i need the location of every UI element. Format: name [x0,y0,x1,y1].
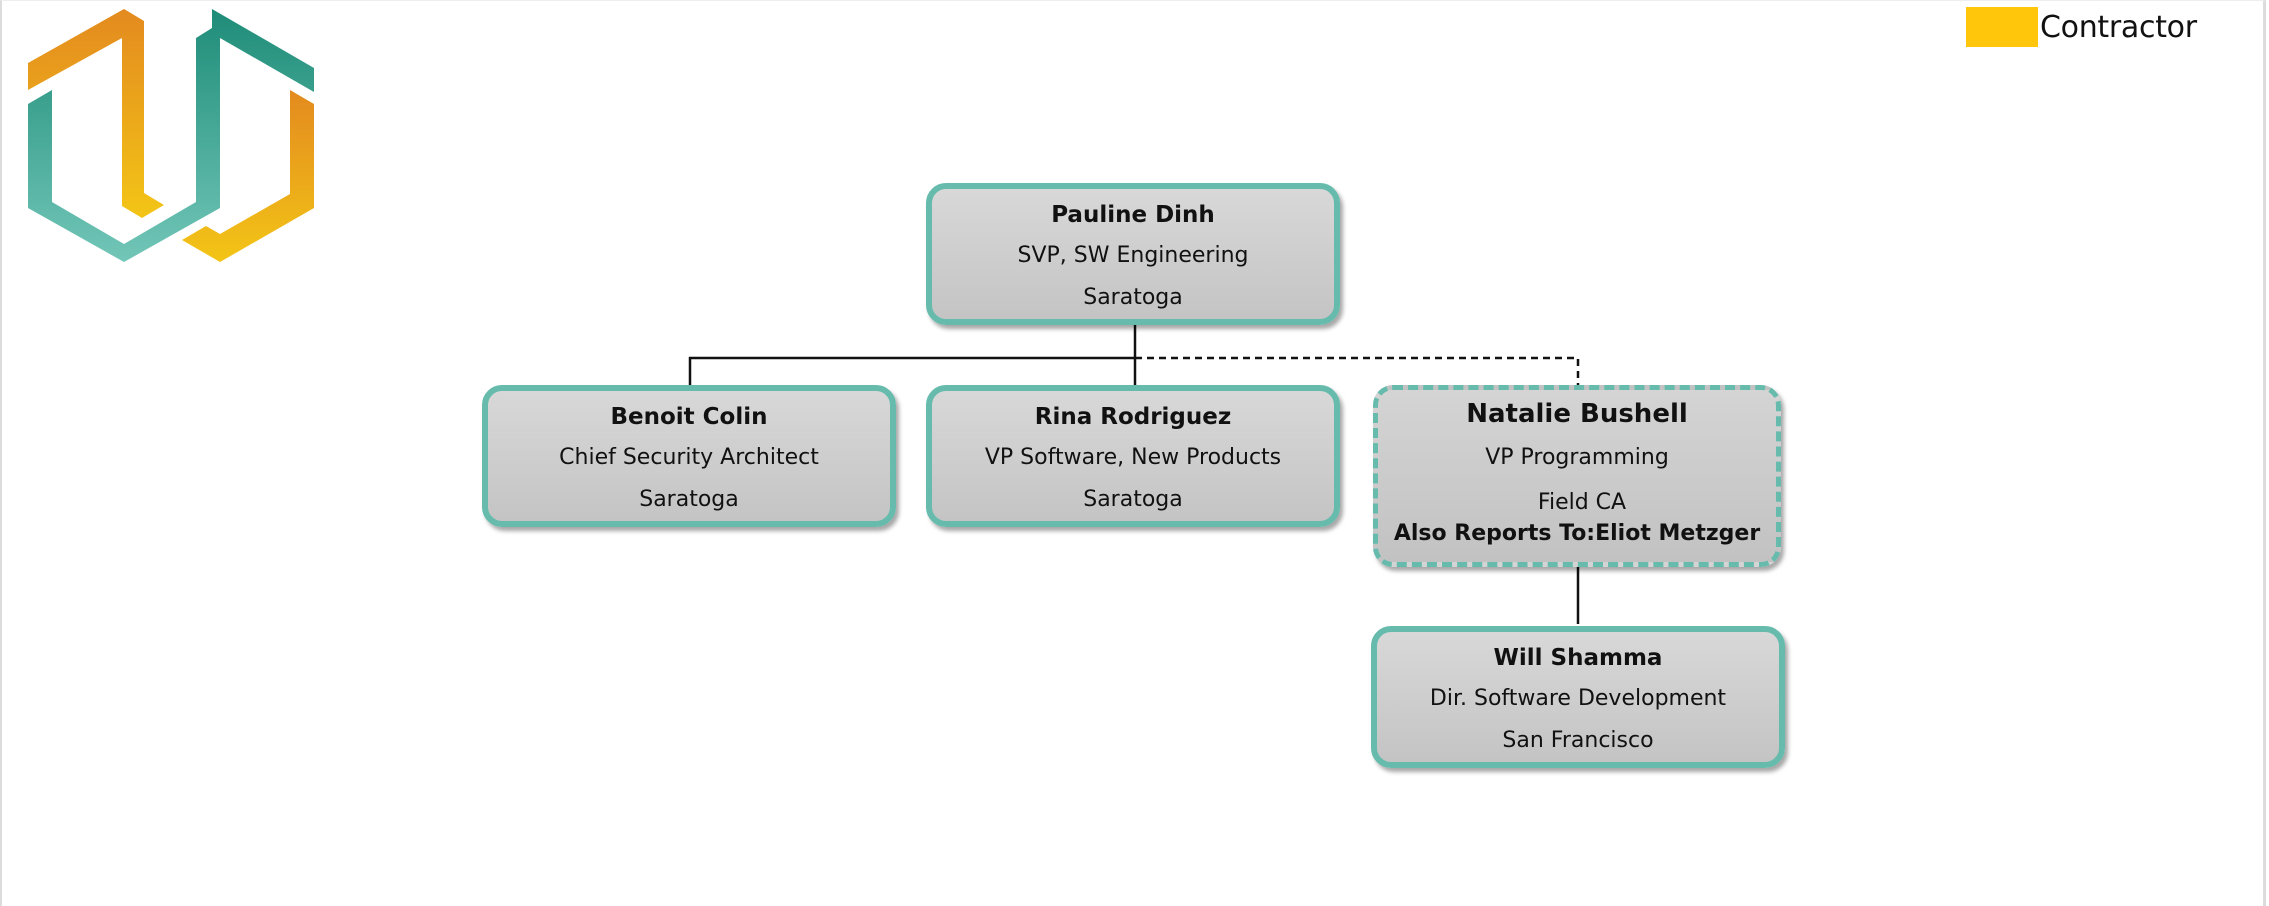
node-name: Rina Rodriguez [1034,404,1232,430]
node-location: Saratoga [1083,487,1183,512]
node-location: Saratoga [1083,285,1183,310]
node-title: Chief Security Architect [559,445,819,470]
node-name: Will Shamma [1493,645,1663,671]
node-location: Saratoga [639,487,739,512]
node-title: VP Software, New Products [984,445,1282,470]
company-logo-icon [28,9,314,262]
legend-label-contractor: Contractor [2040,9,2197,45]
node-name: Natalie Bushell [1466,399,1688,429]
node-title: VP Programming [1485,445,1669,470]
node-name: Pauline Dinh [1051,202,1215,228]
org-node-pauline-dinh[interactable]: Pauline Dinh SVP, SW Engineering Saratog… [926,183,1340,325]
node-location: San Francisco [1502,728,1654,753]
node-location: Field CA [1537,490,1627,515]
node-title: Dir. Software Development [1429,686,1727,711]
node-title: SVP, SW Engineering [1017,243,1249,268]
also-reports-label: Also Reports To: [1393,521,1596,546]
org-node-benoit-colin[interactable]: Benoit Colin Chief Security Architect Sa… [482,385,896,527]
logo-orange-right-segment [182,90,314,262]
node-name: Benoit Colin [610,404,768,430]
org-node-natalie-bushell[interactable]: Natalie Bushell VP Programming Field CA … [1373,385,1781,567]
connector-dotted-to-natalie [1135,356,1580,388]
also-reports-name: Eliot Metzger [1595,521,1761,546]
legend-swatch-contractor [1966,7,2038,47]
org-node-will-shamma[interactable]: Will Shamma Dir. Software Development Sa… [1371,626,1785,768]
org-node-rina-rodriguez[interactable]: Rina Rodriguez VP Software, New Products… [926,385,1340,527]
node-also-reports-to: Also Reports To:Eliot Metzger [1378,521,1776,546]
logo-orange-left-segment [28,9,164,218]
legend: Contractor [1966,7,2197,47]
